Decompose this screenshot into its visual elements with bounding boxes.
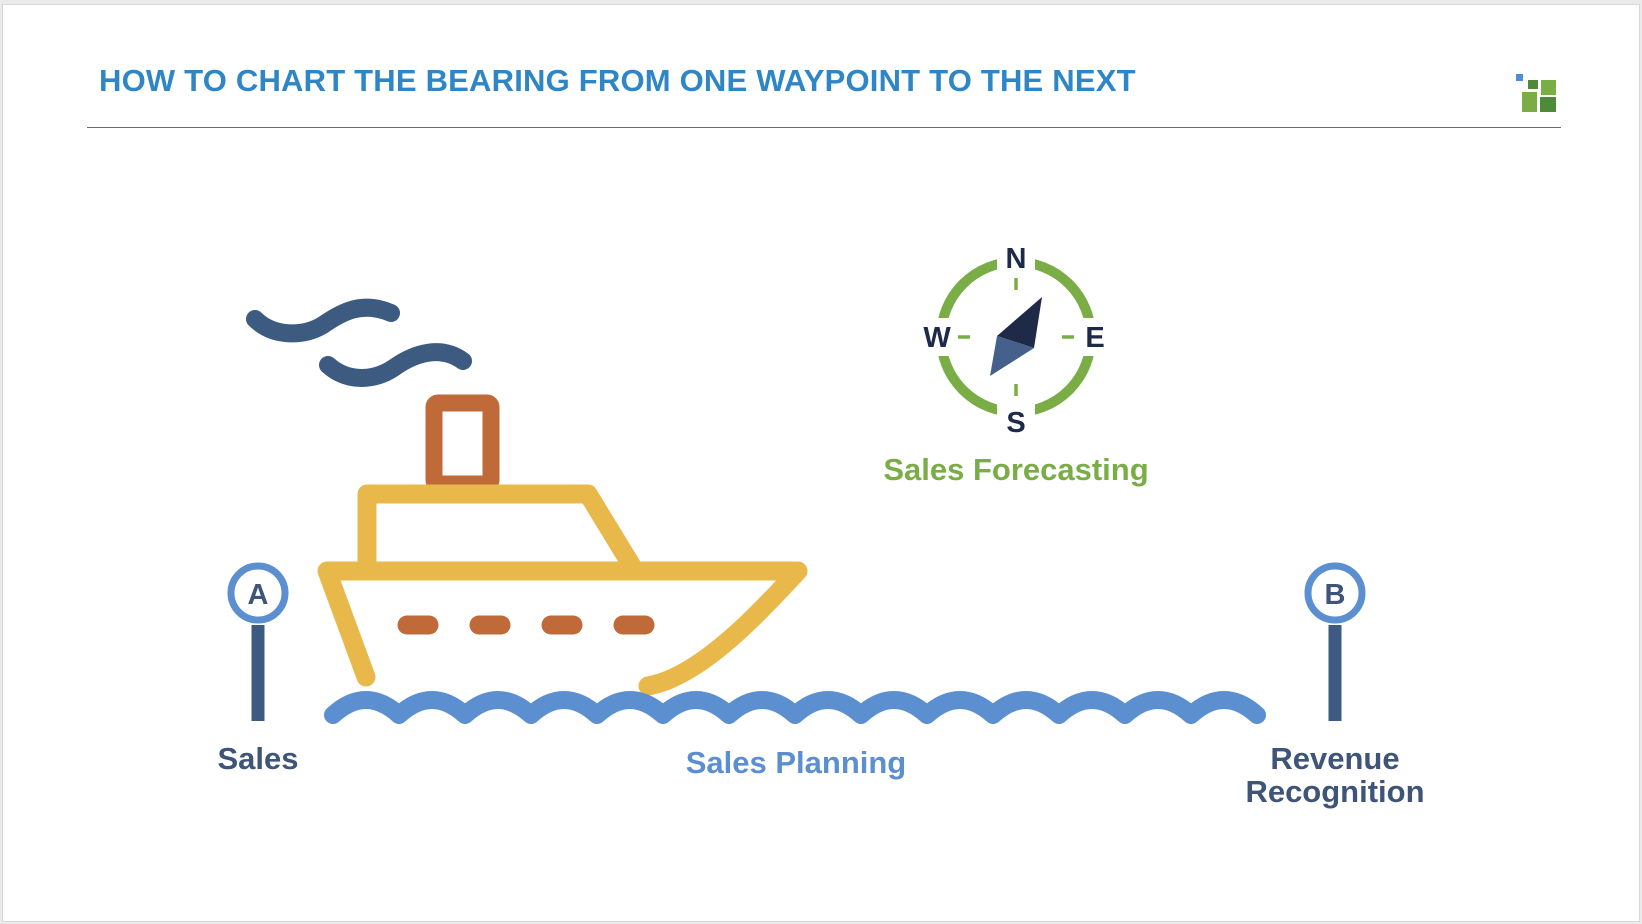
route-label: Sales Planning [686,745,907,780]
waypoint-a-label: Sales [217,741,298,776]
title-divider [87,127,1561,128]
compass-west: W [923,322,951,354]
smoke-icon [246,298,472,387]
waypoint-a: A Sales [217,562,299,776]
compass-north: N [1006,243,1027,275]
slide: HOW TO CHART THE BEARING FROM ONE WAYPOI… [2,4,1640,922]
waypoint-b-marker: B [1325,579,1346,611]
page-title: HOW TO CHART THE BEARING FROM ONE WAYPOI… [99,63,1136,98]
waves-icon [324,691,1266,724]
company-logo-icon [1516,74,1556,112]
compass-icon: N S W E [919,238,1113,439]
sales-voyage-diagram: A Sales B Revenue Recognition Sales Plan… [217,238,1425,809]
steamship-icon [317,394,808,696]
compass-east: E [1085,322,1104,354]
waypoint-b: B Revenue Recognition [1245,562,1425,809]
waypoint-b-label-line2: Recognition [1245,774,1424,809]
waypoint-a-marker: A [248,579,269,611]
waypoint-b-label-line1: Revenue [1270,741,1399,776]
compass-south: S [1006,407,1025,439]
compass-caption: Sales Forecasting [883,452,1148,487]
